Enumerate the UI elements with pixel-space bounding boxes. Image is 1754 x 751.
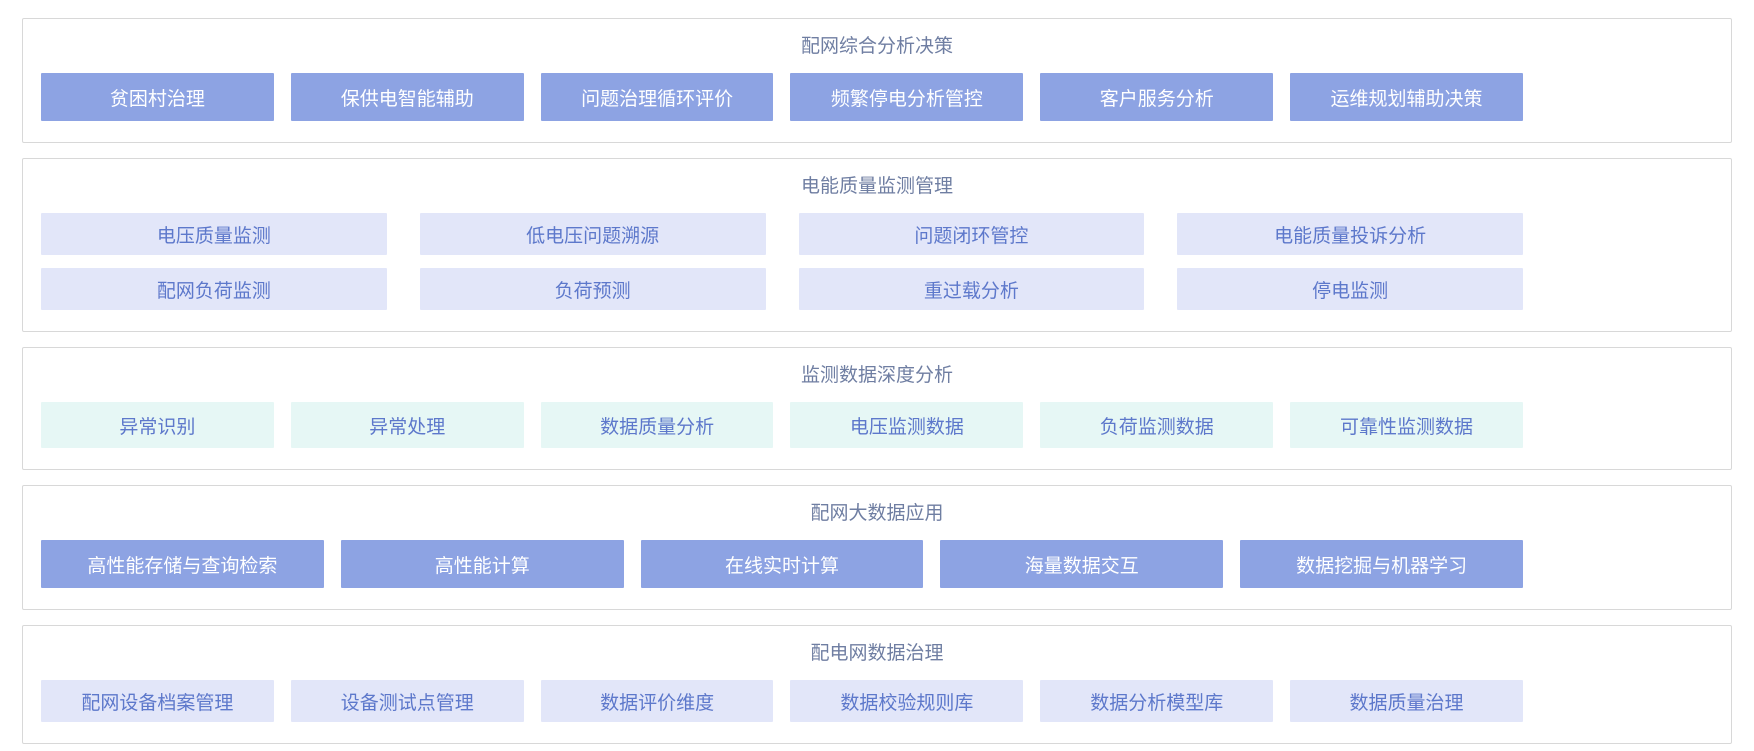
section-title-monitoring-data-deep-analysis: 监测数据深度分析 xyxy=(800,365,953,386)
module-button-distribution-data-governance-0-0[interactable]: 配网设备档案管理 xyxy=(41,680,274,722)
button-row: 异常识别异常处理数据质量分析电压监测数据负荷监测数据可靠性监测数据 xyxy=(41,402,1523,448)
button-row: 电压质量监测低电压问题溯源问题闭环管控电能质量投诉分析 xyxy=(41,213,1523,255)
section-rows-distribution-data-governance: 配网设备档案管理设备测试点管理数据评价维度数据校验规则库数据分析模型库数据质量治… xyxy=(41,680,1523,722)
module-button-comprehensive-analysis-decision-0-4[interactable]: 客户服务分析 xyxy=(1040,73,1274,121)
module-button-power-quality-monitoring-0-0[interactable]: 电压质量监测 xyxy=(41,213,387,255)
module-button-monitoring-data-deep-analysis-0-5[interactable]: 可靠性监测数据 xyxy=(1290,402,1523,448)
module-button-power-quality-monitoring-1-2[interactable]: 重过载分析 xyxy=(798,268,1145,310)
module-button-distribution-data-governance-0-3[interactable]: 数据校验规则库 xyxy=(790,680,1024,722)
module-button-comprehensive-analysis-decision-0-2[interactable]: 问题治理循环评价 xyxy=(540,73,774,121)
module-button-power-quality-monitoring-0-2[interactable]: 问题闭环管控 xyxy=(798,213,1145,255)
module-button-big-data-application-0-4[interactable]: 数据挖掘与机器学习 xyxy=(1240,540,1523,588)
module-button-monitoring-data-deep-analysis-0-3[interactable]: 电压监测数据 xyxy=(790,402,1024,448)
button-row: 贫困村治理保供电智能辅助问题治理循环评价频繁停电分析管控客户服务分析运维规划辅助… xyxy=(41,73,1523,121)
section-title-comprehensive-analysis-decision: 配网综合分析决策 xyxy=(800,36,953,57)
section-rows-comprehensive-analysis-decision: 贫困村治理保供电智能辅助问题治理循环评价频繁停电分析管控客户服务分析运维规划辅助… xyxy=(41,73,1523,121)
module-button-distribution-data-governance-0-1[interactable]: 设备测试点管理 xyxy=(290,680,524,722)
module-button-power-quality-monitoring-1-0[interactable]: 配网负荷监测 xyxy=(41,268,387,310)
module-button-big-data-application-0-1[interactable]: 高性能计算 xyxy=(340,540,624,588)
module-button-monitoring-data-deep-analysis-0-0[interactable]: 异常识别 xyxy=(41,402,274,448)
module-button-monitoring-data-deep-analysis-0-2[interactable]: 数据质量分析 xyxy=(540,402,774,448)
module-button-distribution-data-governance-0-5[interactable]: 数据质量治理 xyxy=(1290,680,1523,722)
section-rows-big-data-application: 高性能存储与查询检索高性能计算在线实时计算海量数据交互数据挖掘与机器学习 xyxy=(41,540,1523,588)
section-card-comprehensive-analysis-decision: 配网综合分析决策贫困村治理保供电智能辅助问题治理循环评价频繁停电分析管控客户服务… xyxy=(22,18,1732,143)
section-card-distribution-data-governance: 配电网数据治理配网设备档案管理设备测试点管理数据评价维度数据校验规则库数据分析模… xyxy=(22,625,1732,744)
section-title-big-data-application: 配网大数据应用 xyxy=(810,503,944,524)
module-button-comprehensive-analysis-decision-0-0[interactable]: 贫困村治理 xyxy=(41,73,274,121)
section-rows-monitoring-data-deep-analysis: 异常识别异常处理数据质量分析电压监测数据负荷监测数据可靠性监测数据 xyxy=(41,402,1523,448)
section-card-power-quality-monitoring: 电能质量监测管理电压质量监测低电压问题溯源问题闭环管控电能质量投诉分析配网负荷监… xyxy=(22,158,1732,332)
section-card-big-data-application: 配网大数据应用高性能存储与查询检索高性能计算在线实时计算海量数据交互数据挖掘与机… xyxy=(22,485,1732,610)
section-rows-power-quality-monitoring: 电压质量监测低电压问题溯源问题闭环管控电能质量投诉分析配网负荷监测负荷预测重过载… xyxy=(41,213,1523,310)
module-button-monitoring-data-deep-analysis-0-4[interactable]: 负荷监测数据 xyxy=(1040,402,1274,448)
module-button-distribution-data-governance-0-2[interactable]: 数据评价维度 xyxy=(540,680,774,722)
button-row: 配网负荷监测负荷预测重过载分析停电监测 xyxy=(41,268,1523,310)
module-button-power-quality-monitoring-1-3[interactable]: 停电监测 xyxy=(1177,268,1523,310)
module-button-big-data-application-0-3[interactable]: 海量数据交互 xyxy=(940,540,1224,588)
section-card-monitoring-data-deep-analysis: 监测数据深度分析异常识别异常处理数据质量分析电压监测数据负荷监测数据可靠性监测数… xyxy=(22,347,1732,470)
module-button-big-data-application-0-2[interactable]: 在线实时计算 xyxy=(640,540,924,588)
module-button-distribution-data-governance-0-4[interactable]: 数据分析模型库 xyxy=(1040,680,1274,722)
module-button-power-quality-monitoring-1-1[interactable]: 负荷预测 xyxy=(419,268,766,310)
button-row: 配网设备档案管理设备测试点管理数据评价维度数据校验规则库数据分析模型库数据质量治… xyxy=(41,680,1523,722)
module-button-comprehensive-analysis-decision-0-3[interactable]: 频繁停电分析管控 xyxy=(790,73,1024,121)
module-button-comprehensive-analysis-decision-0-1[interactable]: 保供电智能辅助 xyxy=(290,73,524,121)
section-title-distribution-data-governance: 配电网数据治理 xyxy=(810,643,944,664)
button-row: 高性能存储与查询检索高性能计算在线实时计算海量数据交互数据挖掘与机器学习 xyxy=(41,540,1523,588)
module-button-monitoring-data-deep-analysis-0-1[interactable]: 异常处理 xyxy=(290,402,524,448)
module-button-big-data-application-0-0[interactable]: 高性能存储与查询检索 xyxy=(41,540,324,588)
module-button-power-quality-monitoring-0-3[interactable]: 电能质量投诉分析 xyxy=(1177,213,1523,255)
module-button-comprehensive-analysis-decision-0-5[interactable]: 运维规划辅助决策 xyxy=(1290,73,1523,121)
section-title-power-quality-monitoring: 电能质量监测管理 xyxy=(800,176,953,197)
module-button-power-quality-monitoring-0-1[interactable]: 低电压问题溯源 xyxy=(419,213,766,255)
